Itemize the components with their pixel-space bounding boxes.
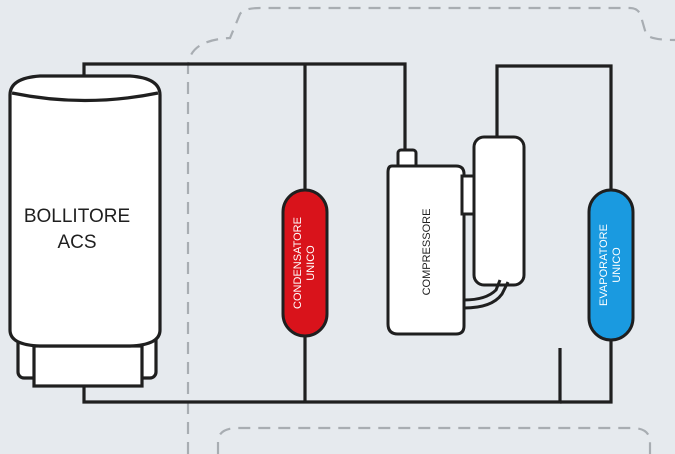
condenser-label-line1: CONDENSATORE [292,217,304,309]
pipe-evaporator-top [495,64,613,200]
boiler-label-line2: ACS [57,232,96,253]
evaporator-label-line1: EVAPORATORE [598,224,610,306]
evaporator-label-line2: UNICO [611,247,623,283]
condenser-unit: CONDENSATORE UNICO [281,188,329,338]
accumulator-body [472,135,526,287]
boiler-foot [32,344,144,388]
boiler-top-rim [11,91,159,103]
boiler-label-line1: BOLLITORE [24,206,130,227]
piping [82,62,613,404]
lower-unit-outline [216,426,652,454]
evaporator-pill [587,188,635,342]
outdoor-unit-outline [186,6,675,454]
accumulator [460,135,526,310]
evaporator-unit: EVAPORATORE UNICO [587,188,635,342]
pipe-evaporator-bottom [560,340,613,404]
condenser-label-line2: UNICO [305,245,317,281]
boiler-tank: BOLLITORE ACS [8,74,162,388]
boiler-body [8,74,162,348]
compressor-unit: COMPRESSORE [386,148,466,336]
compressor-label: COMPRESSORE [421,209,433,296]
compressor-body [386,164,466,336]
accumulator-return-pipe [463,279,510,310]
condenser-pill [281,188,329,338]
